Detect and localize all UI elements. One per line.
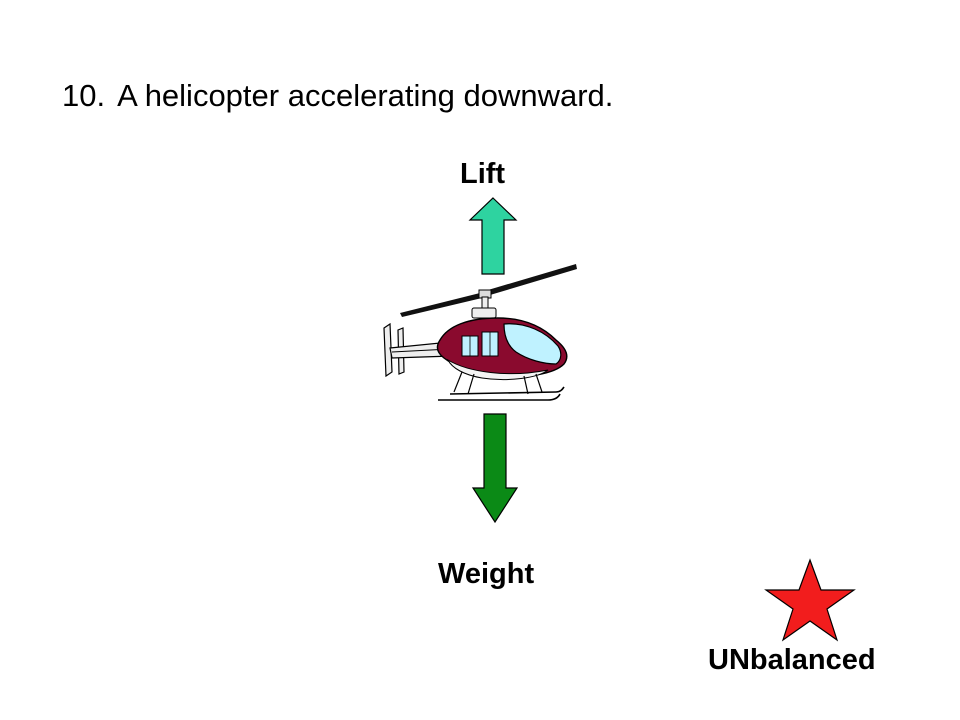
weight-arrow (471, 413, 519, 524)
slide-title: 10. A helicopter accelerating downward. (62, 78, 613, 114)
weight-label: Weight (438, 558, 535, 590)
unbalanced-label: UNbalanced (708, 644, 876, 676)
helicopter-icon (383, 264, 577, 401)
star-icon (764, 558, 856, 642)
item-number: 10. (62, 78, 106, 113)
question-text: A helicopter accelerating downward. (117, 78, 614, 113)
lift-arrow (468, 197, 518, 275)
lift-label: Lift (460, 158, 506, 190)
